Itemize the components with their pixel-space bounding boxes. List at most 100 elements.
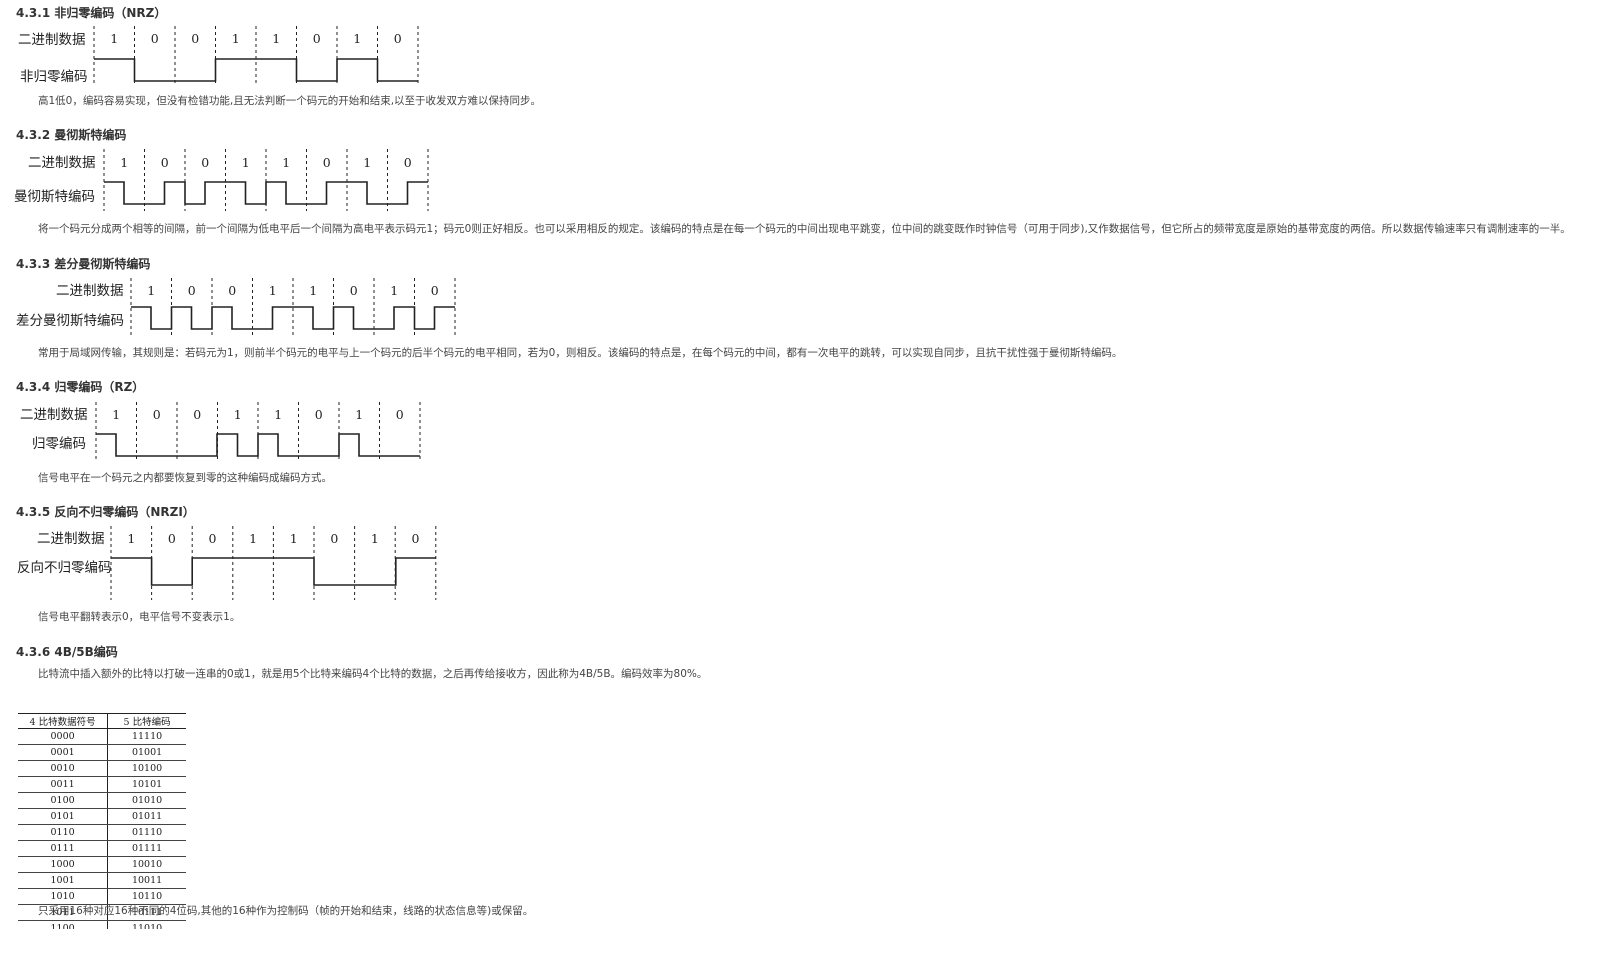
encoding-label: 归零编码 [32, 435, 86, 452]
diff-manchester-description: 常用于局域网传输，其规则是：若码元为1，则前半个码元的电平与上一个码元的后半个码… [38, 347, 1123, 359]
cell-4bit: 1011 [18, 904, 109, 921]
section-heading-4b5b: 4.3.6 4B/5B编码 [16, 645, 118, 659]
bit-label: 1 [272, 31, 280, 46]
bit-label: 1 [363, 155, 371, 170]
table-header-row: 4 比特数据符号 5 比特编码 [18, 713, 186, 729]
bit-label: 1 [274, 407, 282, 422]
bit-label: 1 [120, 155, 128, 170]
bit-label: 0 [153, 407, 161, 422]
nrz-description: 高1低0，编码容易实现，但没有检错功能,且无法判断一个码元的开始和结束,以至于收… [38, 95, 542, 107]
cell-4bit: 0001 [18, 744, 109, 761]
diff-manchester-waveform [131, 306, 455, 330]
cell-4bit: 0011 [18, 776, 109, 793]
4b5b-footer: 只采用16种对应16种不同的4位码,其他的16种作为控制码（帧的开始和结束，线路… [38, 905, 534, 917]
cell-4bit: 1000 [18, 856, 109, 873]
bit-label: 0 [323, 155, 331, 170]
cell-5bit: 01011 [107, 808, 186, 825]
section-heading-nrzi: 4.3.5 反向不归零编码（NRZI） [16, 505, 195, 519]
cell-5bit: 11010 [107, 920, 186, 929]
cell-5bit: 10100 [107, 760, 186, 777]
cell-4bit: 1100 [18, 920, 109, 929]
bit-label: 0 [394, 31, 402, 46]
rz-description: 信号电平在一个码元之内都要恢复到零的这种编码成编码方式。 [38, 472, 332, 484]
section-heading-nrz: 4.3.1 非归零编码（NRZ） [16, 6, 167, 20]
cell-5bit: 10111 [107, 904, 186, 921]
bit-label: 0 [209, 531, 217, 546]
cell-5bit: 01001 [107, 744, 186, 761]
cell-5bit: 10011 [107, 872, 186, 889]
bit-label: 1 [232, 31, 240, 46]
encoding-label: 差分曼彻斯特编码 [16, 313, 124, 329]
bit-label: 0 [330, 531, 338, 546]
cell-4bit: 0111 [18, 840, 109, 857]
cell-4bit: 0110 [18, 824, 109, 841]
section-heading-rz: 4.3.4 归零编码（RZ） [16, 380, 145, 394]
bit-label: 1 [269, 283, 277, 298]
bit-label: 0 [315, 407, 323, 422]
bit-label: 1 [249, 531, 257, 546]
cell-4bit: 0010 [18, 760, 109, 777]
binary-data-label: 二进制数据 [18, 32, 86, 48]
bit-label: 1 [242, 155, 250, 170]
bit-label: 1 [234, 407, 242, 422]
cell-4bit: 1010 [18, 888, 109, 905]
cell-4bit: 0101 [18, 808, 109, 825]
bit-label: 1 [390, 283, 398, 298]
nrzi-waveform [111, 557, 436, 586]
binary-data-label: 二进制数据 [56, 283, 124, 299]
bit-label: 1 [290, 531, 298, 546]
cell-5bit: 10101 [107, 776, 186, 793]
bit-label: 0 [412, 531, 420, 546]
cell-5bit: 10010 [107, 856, 186, 873]
nrz-waveform [94, 58, 418, 82]
encoding-label: 非归零编码 [20, 68, 88, 85]
bit-label: 1 [371, 531, 379, 546]
table-header-5bit: 5 比特编码 [107, 713, 186, 729]
bit-label: 0 [396, 407, 404, 422]
4b5b-description: 比特流中插入额外的比特以打破一连串的0或1，就是用5个比特来编码4个比特的数据，… [38, 668, 708, 680]
bit-label: 1 [147, 283, 155, 298]
bit-label: 1 [110, 31, 118, 46]
cell-4bit: 0100 [18, 792, 109, 809]
bit-label: 0 [193, 407, 201, 422]
bit-label: 1 [112, 407, 120, 422]
bit-label: 0 [151, 31, 159, 46]
encoding-label: 反向不归零编码 [17, 559, 112, 576]
bit-label: 0 [161, 155, 169, 170]
encoding-label: 曼彻斯特编码 [14, 189, 95, 205]
binary-data-label: 二进制数据 [28, 155, 96, 171]
bit-label: 0 [431, 283, 439, 298]
cell-5bit: 10110 [107, 888, 186, 905]
cell-4bit: 1001 [18, 872, 109, 889]
manchester-waveform [104, 181, 428, 205]
bit-label: 0 [168, 531, 176, 546]
bit-label: 1 [353, 31, 361, 46]
bit-label: 0 [313, 31, 321, 46]
cell-5bit: 11110 [107, 728, 186, 745]
bit-label: 0 [404, 155, 412, 170]
bit-label: 0 [350, 283, 358, 298]
cell-4bit: 0000 [18, 728, 109, 745]
section-heading-manchester: 4.3.2 曼彻斯特编码 [16, 128, 127, 142]
cell-5bit: 01110 [107, 824, 186, 841]
bit-label: 0 [201, 155, 209, 170]
